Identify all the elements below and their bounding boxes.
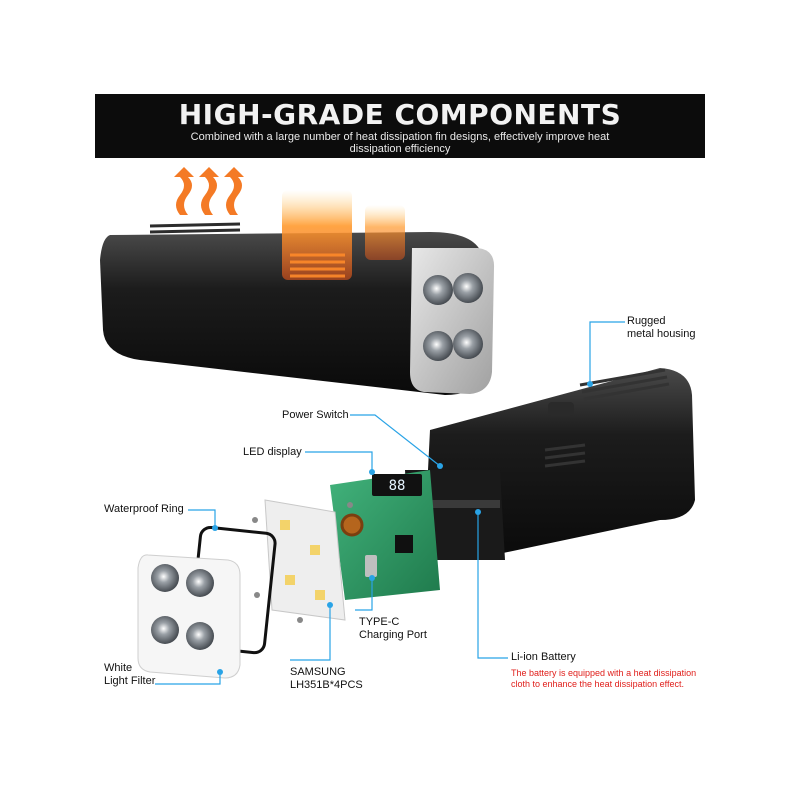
header-banner: HIGH-GRADE COMPONENTS Combined with a la… bbox=[95, 94, 705, 158]
label-led-chips-line-1: SAMSUNG bbox=[290, 666, 346, 678]
label-port-line-1: TYPE-C bbox=[359, 616, 400, 628]
label-type-c-port: TYPE-C Charging Port bbox=[359, 616, 427, 642]
label-light-filter: White Light Filter bbox=[104, 662, 155, 688]
led-board bbox=[252, 499, 353, 623]
page-title: HIGH-GRADE COMPONENTS bbox=[178, 98, 622, 131]
subtitle-line-2: dissipation efficiency bbox=[349, 143, 451, 155]
label-power-switch: Power Switch bbox=[282, 409, 349, 421]
led-display-readout: 88 bbox=[389, 478, 406, 494]
label-housing-line-1: Rugged bbox=[627, 315, 666, 327]
label-led-display: LED display bbox=[243, 446, 302, 458]
page-subtitle: Combined with a large number of heat dis… bbox=[155, 131, 645, 155]
label-port-line-2: Charging Port bbox=[359, 629, 427, 641]
battery-note: The battery is equipped with a heat diss… bbox=[511, 668, 696, 690]
battery-note-line-1: The battery is equipped with a heat diss… bbox=[511, 668, 697, 678]
label-filter-line-1: White bbox=[104, 662, 133, 674]
label-housing-line-2: metal housing bbox=[627, 328, 696, 340]
circuit-board: 88 bbox=[330, 470, 440, 600]
label-led-chips-line-2: LH351B*4PCS bbox=[290, 679, 363, 691]
callout-lines bbox=[155, 321, 625, 685]
label-housing: Rugged metal housing bbox=[627, 315, 696, 341]
assembled-flashlight bbox=[100, 190, 495, 395]
label-battery: Li-ion Battery bbox=[511, 651, 576, 663]
power-switch-button bbox=[548, 402, 574, 416]
label-waterproof-ring: Waterproof Ring bbox=[104, 503, 184, 515]
battery-note-line-2: cloth to enhance the heat dissipation ef… bbox=[511, 679, 684, 689]
led-display-screen bbox=[372, 474, 422, 496]
heat-arrows-icon bbox=[174, 167, 244, 215]
usb-c-port bbox=[365, 555, 377, 577]
subtitle-line-1: Combined with a large number of heat dis… bbox=[190, 131, 610, 143]
label-led-chips: SAMSUNG LH351B*4PCS bbox=[290, 666, 363, 692]
label-filter-line-2: Light Filter bbox=[104, 675, 156, 687]
light-filter bbox=[137, 554, 241, 679]
